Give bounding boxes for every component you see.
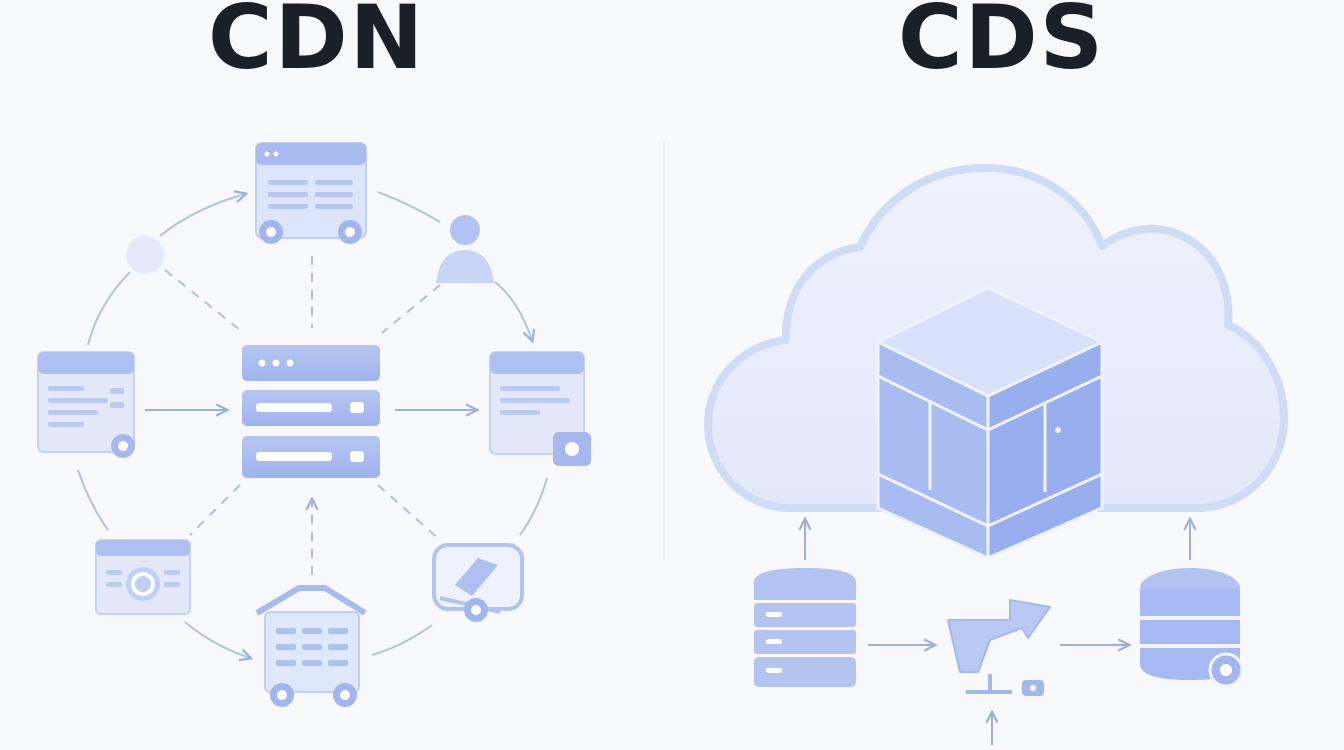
share-arrow-icon <box>947 599 1051 696</box>
ring-arcs <box>77 192 548 658</box>
spoke-lines <box>164 256 441 575</box>
database-icon <box>1140 568 1244 688</box>
building-icon <box>255 585 367 707</box>
server-stack-icon <box>242 345 380 478</box>
browser-window-icon <box>489 351 591 466</box>
camera-window <box>95 539 191 615</box>
browser-window-top <box>255 142 367 244</box>
browser-window-icon <box>255 142 367 244</box>
tablet-icon <box>432 543 524 622</box>
origin-server <box>242 345 380 478</box>
cube-icon <box>874 286 1106 561</box>
user-top-left <box>126 236 164 274</box>
tablet-device <box>432 543 524 622</box>
browser-window-icon <box>37 351 135 458</box>
user-icon <box>126 236 164 274</box>
cdn-diagram <box>37 142 591 707</box>
cds-title: CDS <box>898 0 1106 89</box>
cdn-title: CDN <box>208 0 426 89</box>
storage-cube <box>874 286 1106 561</box>
database-left <box>754 568 856 687</box>
browser-window-left <box>37 351 135 458</box>
edge-building <box>255 585 367 707</box>
camera-icon <box>95 539 191 615</box>
upload-arrows <box>805 520 1190 745</box>
user-top-right <box>436 215 494 283</box>
user-icon <box>436 215 494 283</box>
database-icon <box>754 568 856 687</box>
browser-window-right <box>489 351 591 466</box>
transfer-station <box>947 599 1051 696</box>
database-right <box>1140 568 1244 688</box>
cds-diagram <box>704 164 1288 745</box>
